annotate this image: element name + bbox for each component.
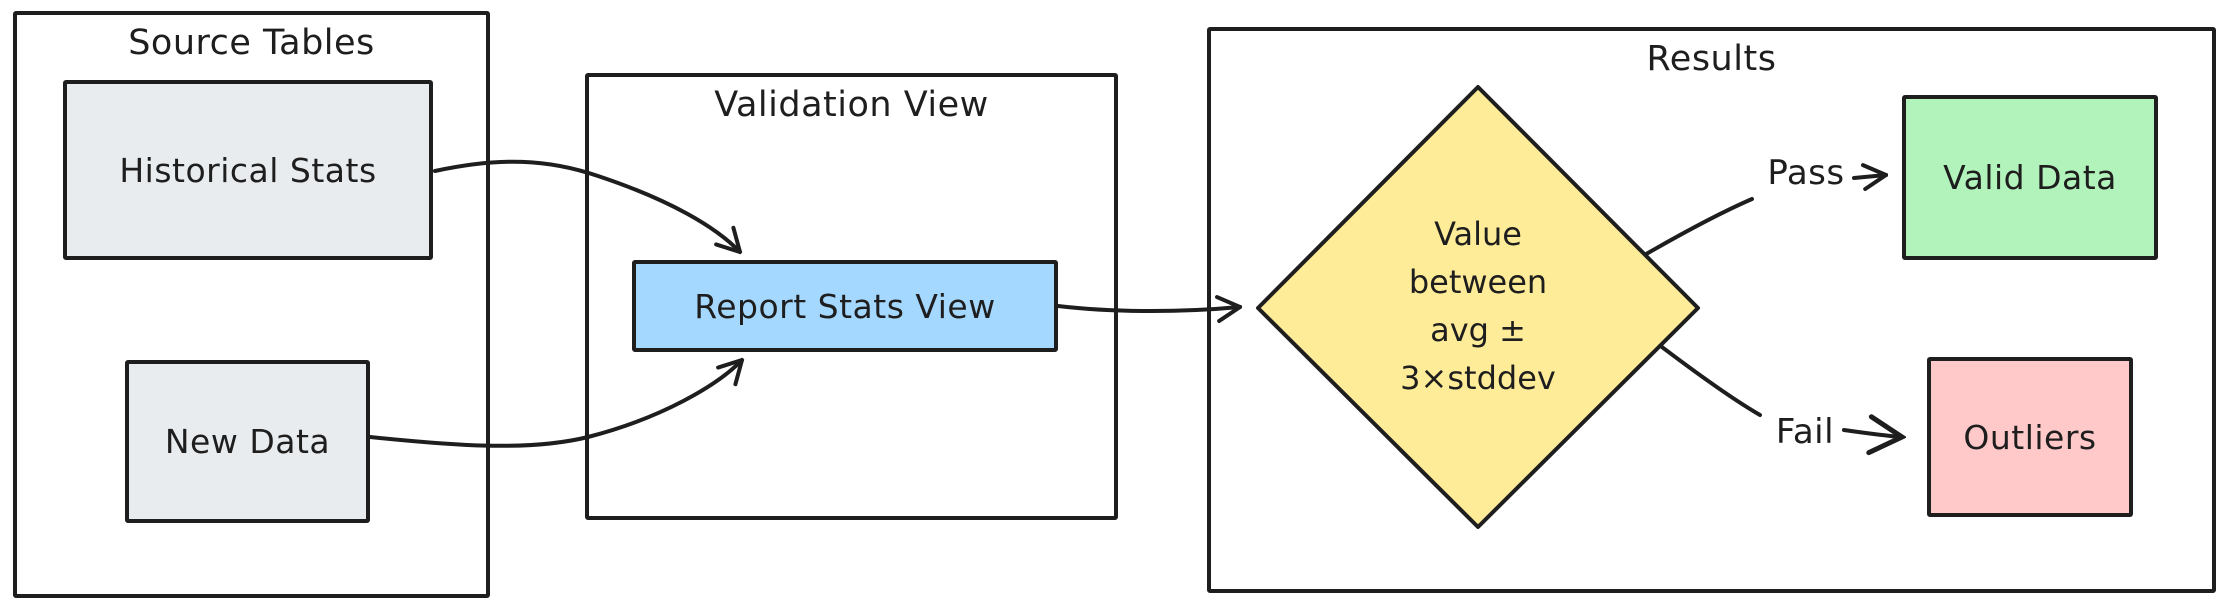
node-report-stats-view-label: Report Stats View: [694, 286, 996, 326]
node-historical-stats: Historical Stats: [63, 80, 433, 260]
node-new-data-label: New Data: [164, 422, 331, 461]
group-source-tables: Source Tables: [13, 11, 490, 598]
node-valid-data-label: Valid Data: [1943, 158, 2117, 197]
edge-new-data-to-report-stats-view: [368, 360, 742, 448]
edge-fail-label-to-outliers: [1842, 430, 1902, 437]
edge-historical-stats-to-report-stats-view: [433, 159, 740, 252]
edge-pass-label-to-valid-data: [1852, 175, 1886, 178]
group-source-tables-title: Source Tables: [128, 23, 375, 63]
edge-label-pass: Pass: [1767, 153, 1845, 193]
node-report-stats-view: Report Stats View: [632, 260, 1058, 352]
edge-report-stats-view-to-decision: [1056, 306, 1240, 311]
edge-decision-to-pass-label: [1639, 197, 1754, 259]
node-new-data: New Data: [125, 360, 370, 523]
decision-diamond: [1256, 85, 1700, 529]
node-outliers-label: Outliers: [1963, 417, 2097, 457]
node-historical-stats-label: Historical Stats: [119, 150, 377, 190]
group-validation-view-title: Validation View: [714, 85, 989, 125]
edge-label-fail: Fail: [1775, 412, 1835, 452]
group-results-title: Results: [1646, 39, 1777, 79]
node-valid-data: Valid Data: [1902, 95, 2158, 260]
decision-diamond-label: Value between avg ± 3×stddev: [1400, 215, 1556, 397]
node-outliers: Outliers: [1927, 357, 2133, 517]
group-validation-view: Validation View: [585, 73, 1118, 520]
